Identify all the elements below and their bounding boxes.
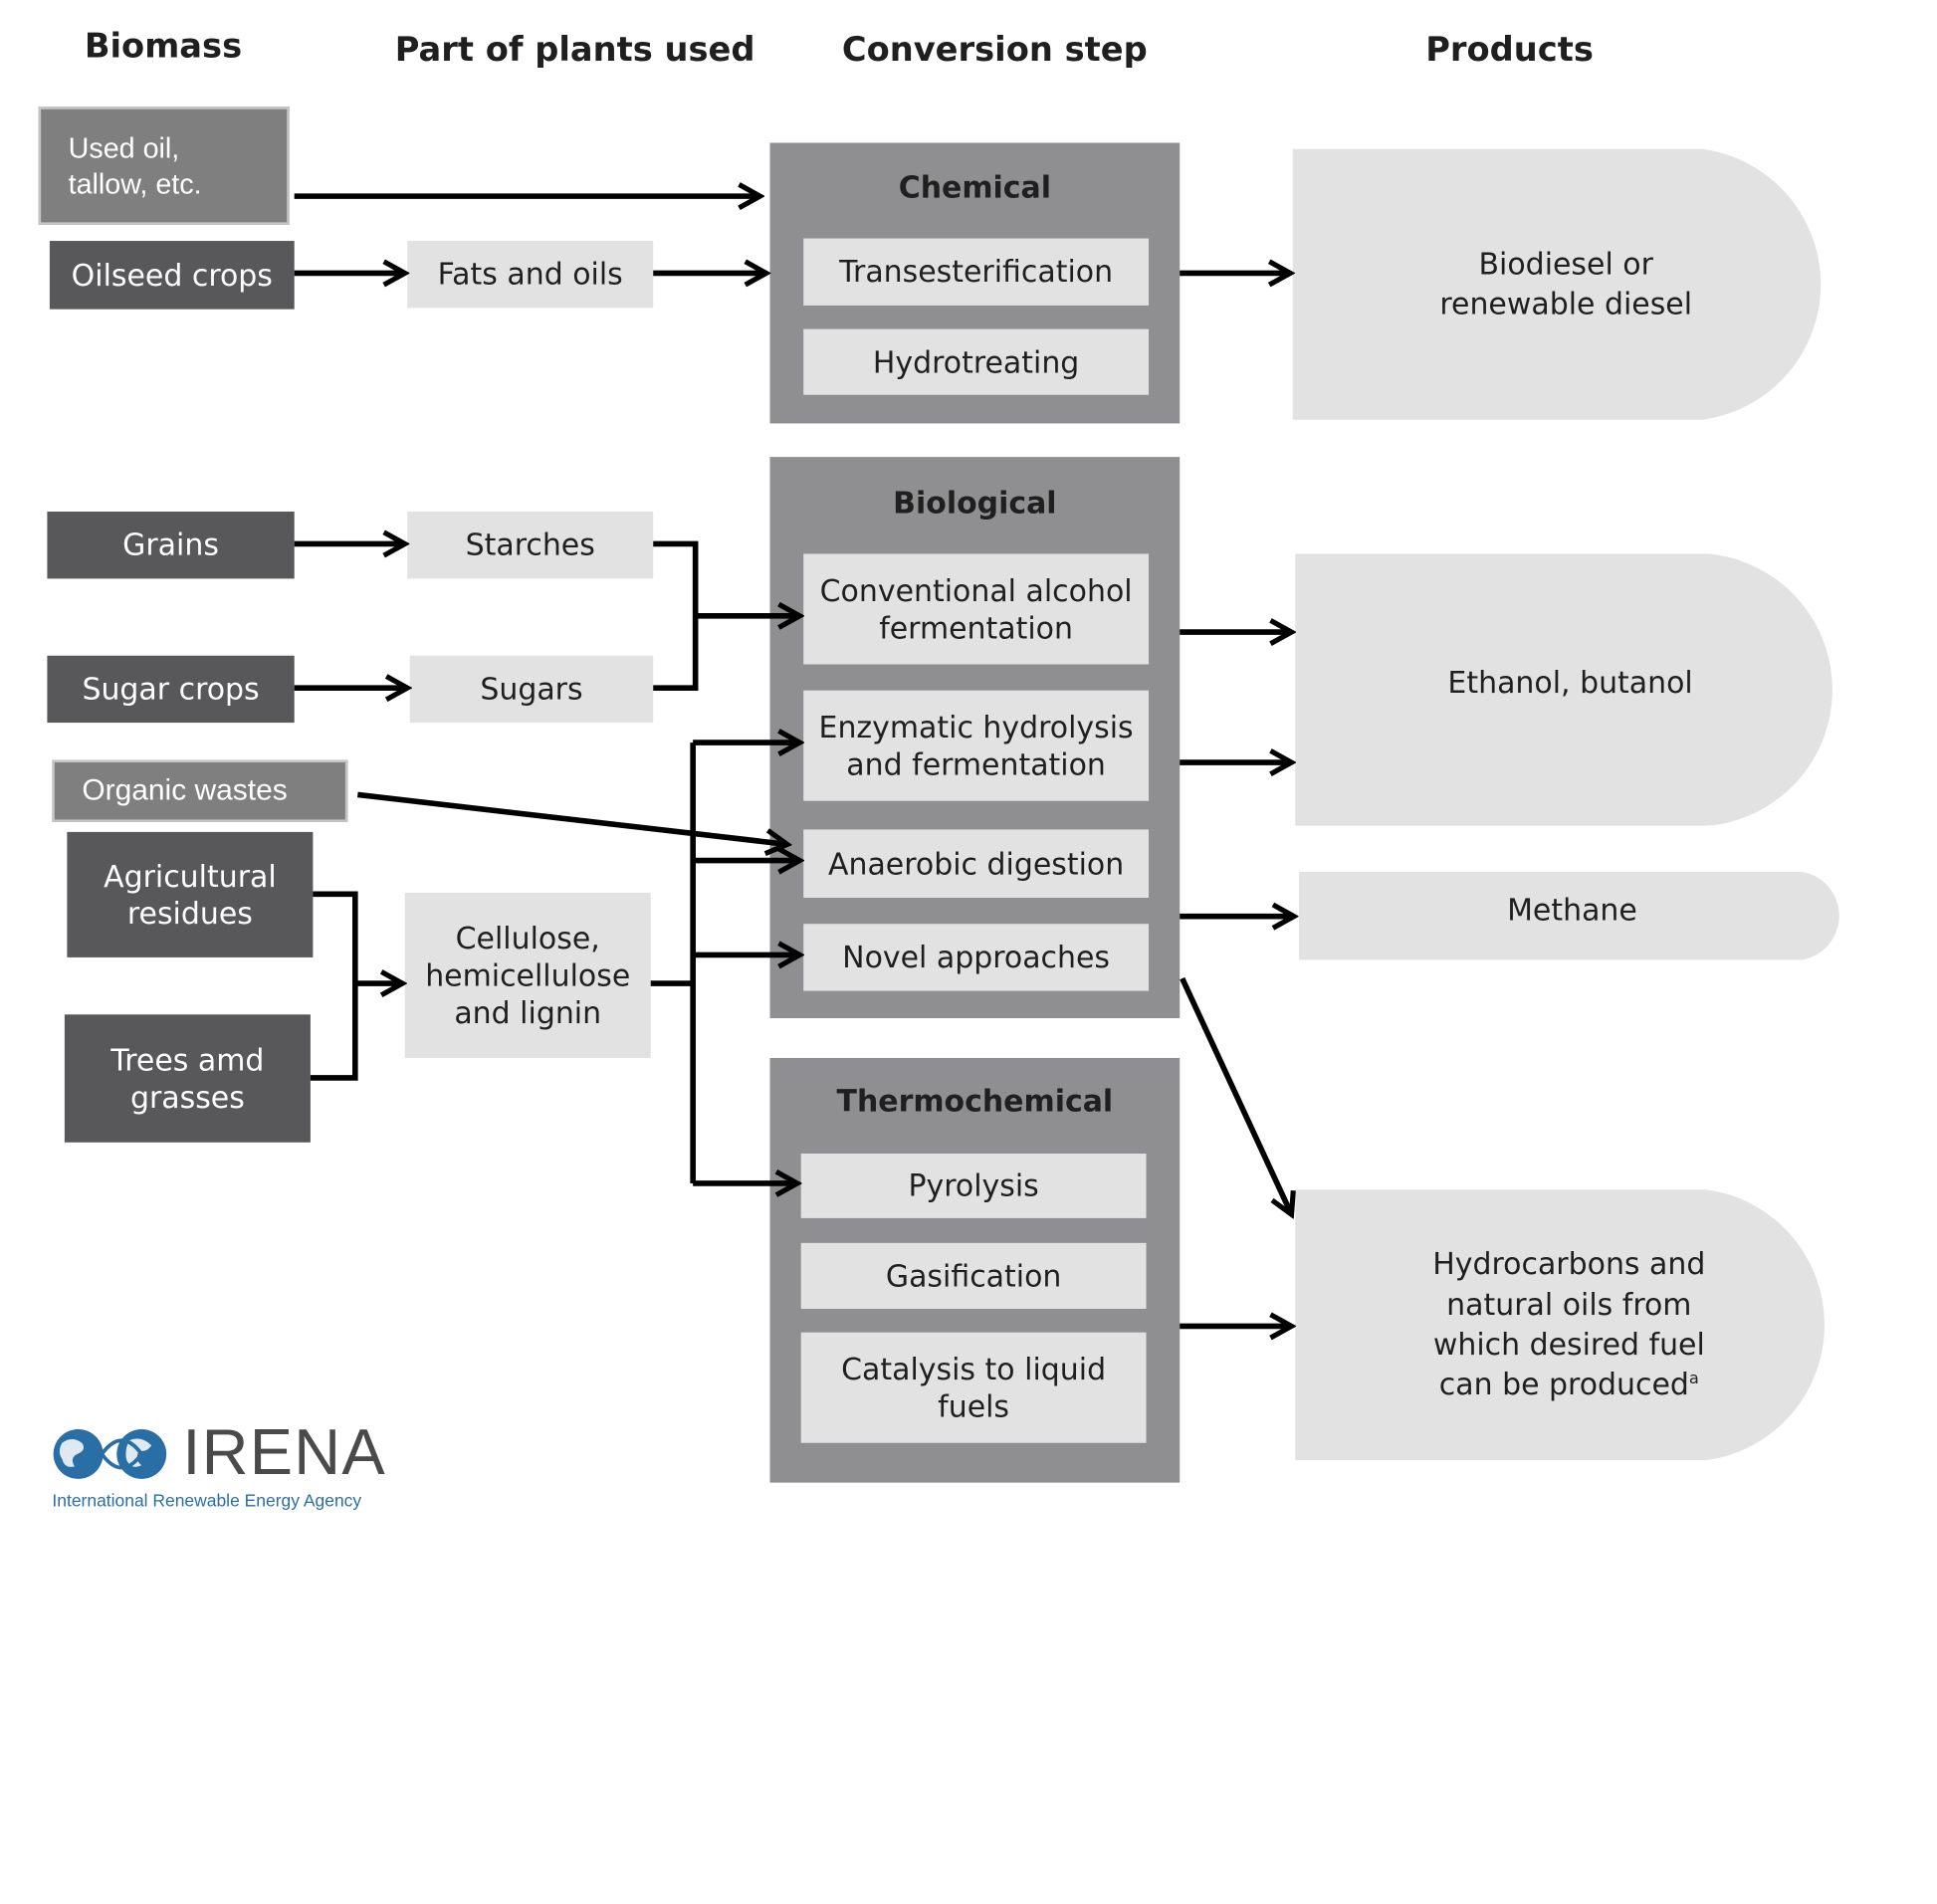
part-starches: Starches	[407, 512, 654, 579]
globe-icon	[53, 1428, 167, 1479]
product-diesel: Biodiesel or renewable diesel	[1293, 149, 1839, 420]
product-hydrocarbons-text: Hydrocarbons and natural oils from which…	[1432, 1244, 1705, 1405]
step-novel-approaches: Novel approaches	[803, 924, 1150, 991]
header-conversion-step: Conversion step	[841, 31, 1148, 70]
product-diesel-label: Biodiesel or renewable diesel	[1439, 246, 1693, 322]
logo-tagline: International Renewable Energy Agency	[52, 1490, 362, 1511]
step-pyrolysis: Pyrolysis	[800, 1154, 1147, 1218]
connectors	[294, 0, 1937, 1528]
chemical-title: Chemical	[898, 169, 1051, 205]
logo-name: IRENA	[182, 1416, 386, 1489]
biomass-trees-grasses: Trees amd grasses	[64, 1014, 311, 1143]
thermochemical-title: Thermochemical	[836, 1084, 1114, 1120]
step-novel-label: Novel approaches	[842, 940, 1111, 975]
biomass-agricultural-residues: Agricultural residues	[67, 831, 314, 957]
product-shape-methane	[1298, 871, 1839, 960]
biomass-used-oil-label: Used oil, tallow, etc.	[68, 130, 202, 200]
biomass-trees-label: Trees amd grasses	[110, 1042, 265, 1115]
step-transesterification: Transesterification	[803, 238, 1150, 306]
step-catalysis-label: Catalysis to liquid fuels	[841, 1352, 1107, 1424]
biomass-grains-label: Grains	[122, 528, 219, 563]
step-enzymatic-label: Enzymatic hydrolysis and fermentation	[818, 710, 1134, 782]
part-starches-label: Starches	[465, 528, 595, 563]
header-part-of-plants: Part of plants used	[394, 31, 755, 70]
product-hydrocarbons: Hydrocarbons and natural oils from which…	[1295, 1189, 1842, 1460]
step-conventional-label: Conventional alcohol fermentation	[819, 572, 1133, 646]
part-fats-oils: Fats and oils	[407, 241, 654, 309]
step-anaerobic-digestion: Anaerobic digestion	[803, 829, 1150, 899]
step-gasification-label: Gasification	[885, 1258, 1062, 1294]
part-cellulose: Cellulose, hemicellulose and lignin	[404, 893, 651, 1058]
product-methane-label: Methane	[1507, 892, 1637, 928]
product-hydrocarbons-footnote: a	[1688, 1370, 1699, 1389]
part-cellulose-label: Cellulose, hemicellulose and lignin	[425, 921, 631, 1030]
part-fats-label: Fats and oils	[437, 257, 623, 293]
step-gasification: Gasification	[800, 1242, 1147, 1309]
product-shapes	[1292, 148, 1839, 1461]
part-sugars-label: Sugars	[480, 671, 583, 707]
product-ethanol-label: Ethanol, butanol	[1447, 665, 1693, 701]
header-biomass: Biomass	[84, 27, 243, 67]
biomass-oilseed-crops: Oilseed crops	[49, 241, 295, 310]
biomass-grains: Grains	[47, 512, 295, 579]
product-hydrocarbons-label: Hydrocarbons and natural oils from which…	[1432, 1246, 1706, 1403]
step-anaerobic-label: Anaerobic digestion	[827, 846, 1125, 882]
biomass-agri-label: Agricultural residues	[104, 858, 277, 932]
biomass-organic-wastes: Organic wastes	[52, 759, 348, 822]
step-catalysis: Catalysis to liquid fuels	[800, 1332, 1147, 1443]
product-ethanol: Ethanol, butanol	[1295, 553, 1845, 812]
step-hydrotreating-label: Hydrotreating	[872, 344, 1080, 380]
step-enzymatic-hydrolysis: Enzymatic hydrolysis and fermentation	[803, 690, 1150, 801]
step-pyrolysis-label: Pyrolysis	[908, 1167, 1039, 1203]
arrow-organic-anaerobic	[356, 791, 787, 844]
header-products: Products	[1425, 31, 1594, 70]
product-shape-hydrocarbons	[1295, 1189, 1825, 1461]
biomass-oilseed-label: Oilseed crops	[71, 257, 273, 293]
biomass-organic-label: Organic wastes	[82, 773, 288, 807]
product-shape-diesel	[1292, 148, 1822, 420]
arrow-novel-hydrocarbons	[1180, 976, 1292, 1214]
step-transesterification-label: Transesterification	[839, 254, 1114, 290]
product-methane: Methane	[1299, 872, 1845, 949]
biomass-sugar-label: Sugar crops	[82, 671, 260, 707]
part-sugars: Sugars	[409, 655, 654, 724]
product-shape-ethanol	[1295, 553, 1832, 826]
step-conventional-fermentation: Conventional alcohol fermentation	[803, 553, 1150, 665]
irena-logo-mark	[53, 1428, 167, 1479]
biological-title: Biological	[893, 485, 1057, 521]
step-hydrotreating: Hydrotreating	[803, 328, 1150, 395]
biomass-used-oil: Used oil, tallow, etc.	[38, 106, 290, 225]
biomass-sugar-crops: Sugar crops	[47, 655, 295, 724]
